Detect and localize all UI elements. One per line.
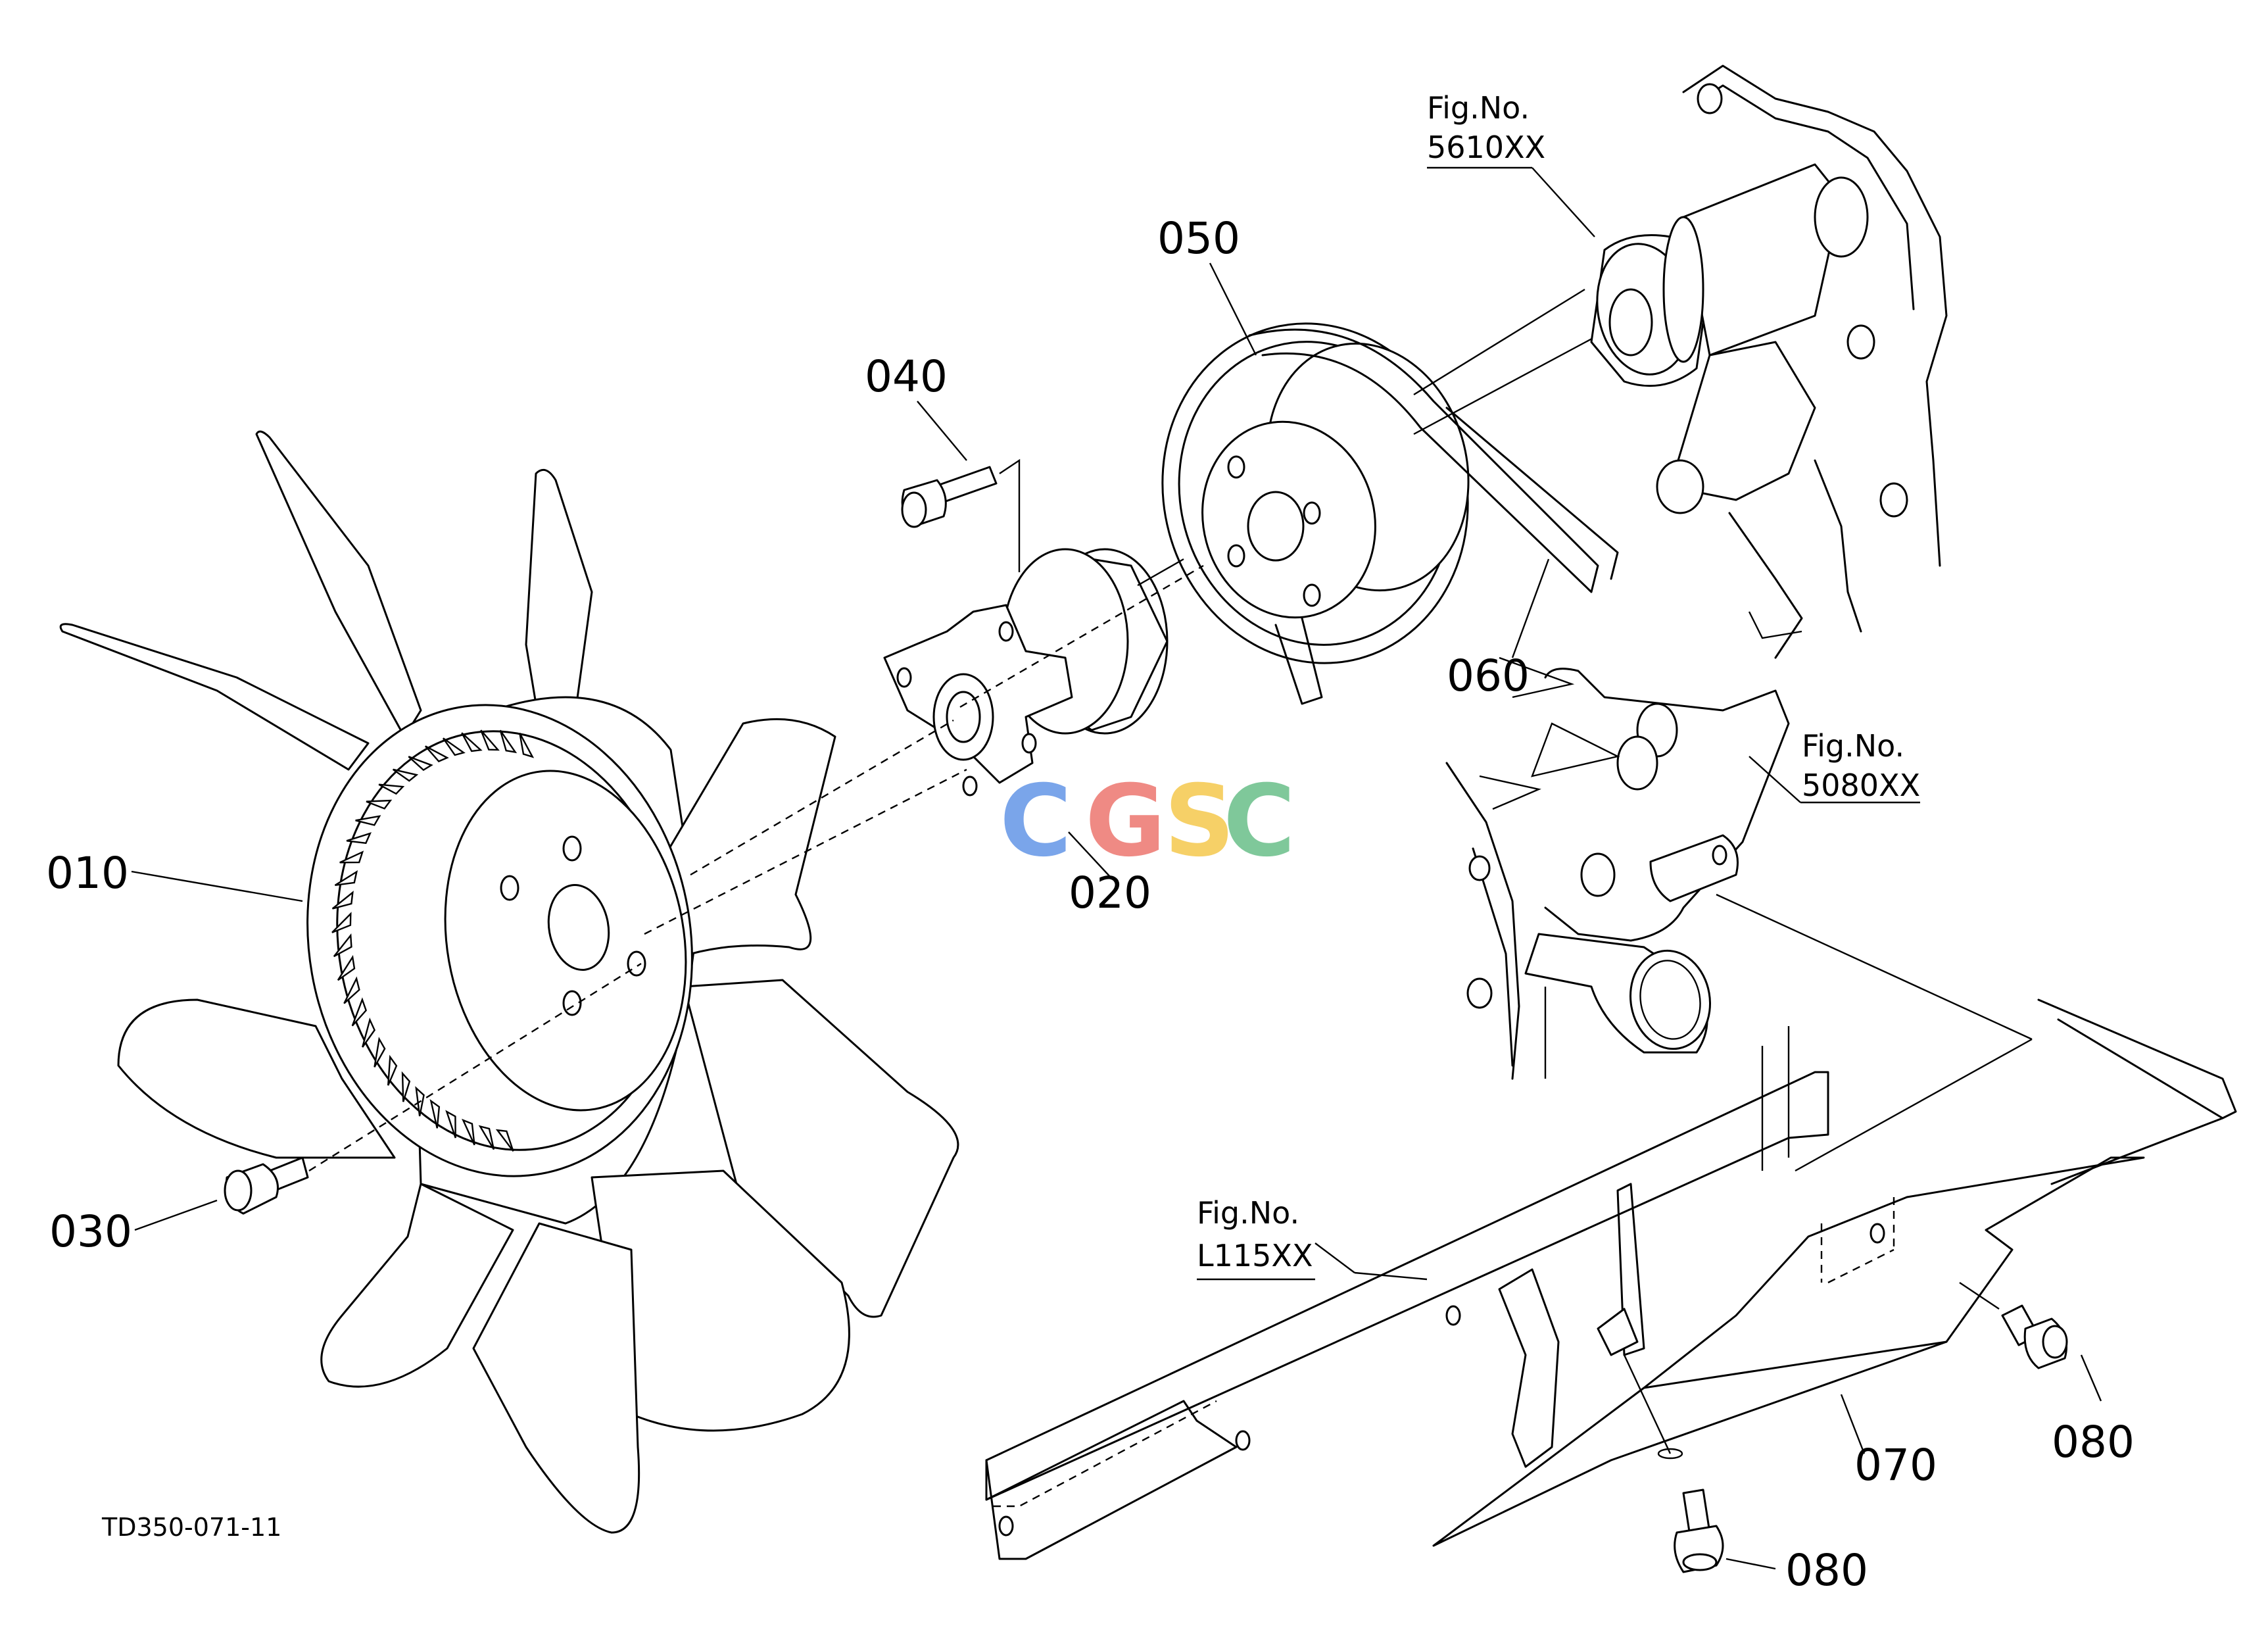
fan-pulley-050 (644, 288, 1599, 935)
ref-block-number: 5080XX (1802, 768, 1920, 803)
ref-frame-number: L115XX (1197, 1238, 1313, 1273)
fan-fin (374, 1037, 386, 1068)
watermark-letter-c1: C (1000, 764, 1072, 879)
fan-fin (366, 799, 393, 810)
ref-frame-prefix: Fig.No. (1197, 1195, 1299, 1231)
label-020: 020 (1069, 868, 1151, 918)
watermark-letter-c2: C (1223, 764, 1295, 879)
watermark-letter-g: G (1085, 764, 1166, 879)
fan-spacer-020 (883, 548, 1169, 797)
fan-fin (346, 832, 372, 845)
fan-fin (351, 997, 368, 1027)
fan-fin (495, 1129, 514, 1152)
ref-water-pump-number: 5610XX (1427, 130, 1545, 165)
ref-water-pump-prefix: Fig.No. (1427, 90, 1530, 126)
watermark-letter-s: S (1164, 764, 1235, 879)
fan-fin (445, 1110, 456, 1139)
bolt-080-lower (1674, 1488, 1724, 1573)
fan-fin (337, 954, 356, 981)
fan-fin (519, 733, 535, 758)
bolt-080-upper (1959, 1282, 2068, 1369)
fan-fin (355, 815, 381, 826)
label-080-upper: 080 (2052, 1417, 2135, 1467)
ref-block-prefix: Fig.No. (1802, 728, 1904, 764)
fan-fin (478, 1125, 495, 1150)
fan-fin (462, 1118, 475, 1146)
fan-fin (429, 1098, 441, 1129)
fan-fin (401, 1071, 411, 1102)
label-050: 050 (1157, 213, 1240, 264)
fan-fin (362, 1017, 375, 1048)
engine-block-section (1445, 656, 1790, 1080)
frame-member (985, 1026, 1829, 1560)
fan-fin (480, 729, 500, 751)
fan-fin (424, 745, 449, 762)
leader-lines (131, 166, 2102, 1570)
drawing-code: TD350-071-11 (101, 1513, 281, 1542)
fan-fin (408, 756, 433, 772)
label-070: 070 (1854, 1440, 1937, 1490)
label-030: 030 (49, 1206, 132, 1257)
v-belt-060 (1248, 328, 1619, 705)
watermark: C G S C (1000, 764, 1295, 879)
label-040: 040 (865, 351, 948, 402)
fan-fin (442, 737, 466, 756)
air-duct-070 (1432, 893, 2237, 1547)
fan-fin (331, 912, 352, 933)
cooling-fan (59, 430, 959, 1534)
label-080-lower: 080 (1785, 1545, 1868, 1596)
fan-fin (378, 783, 405, 795)
fan-fin (343, 976, 360, 1004)
fan-fin (461, 732, 483, 752)
fan-fin (392, 768, 419, 782)
fan-fin (499, 729, 518, 754)
bolt-040 (901, 458, 1021, 572)
fan-fin (387, 1054, 398, 1086)
fan-fin (334, 870, 358, 887)
label-060: 060 (1447, 651, 1530, 701)
water-pump-assembly (1590, 64, 1948, 659)
fan-fin (339, 850, 364, 864)
fan-fin (333, 933, 352, 958)
label-010: 010 (46, 848, 129, 898)
fan-fin (331, 891, 354, 910)
bolt-030 (224, 962, 642, 1215)
